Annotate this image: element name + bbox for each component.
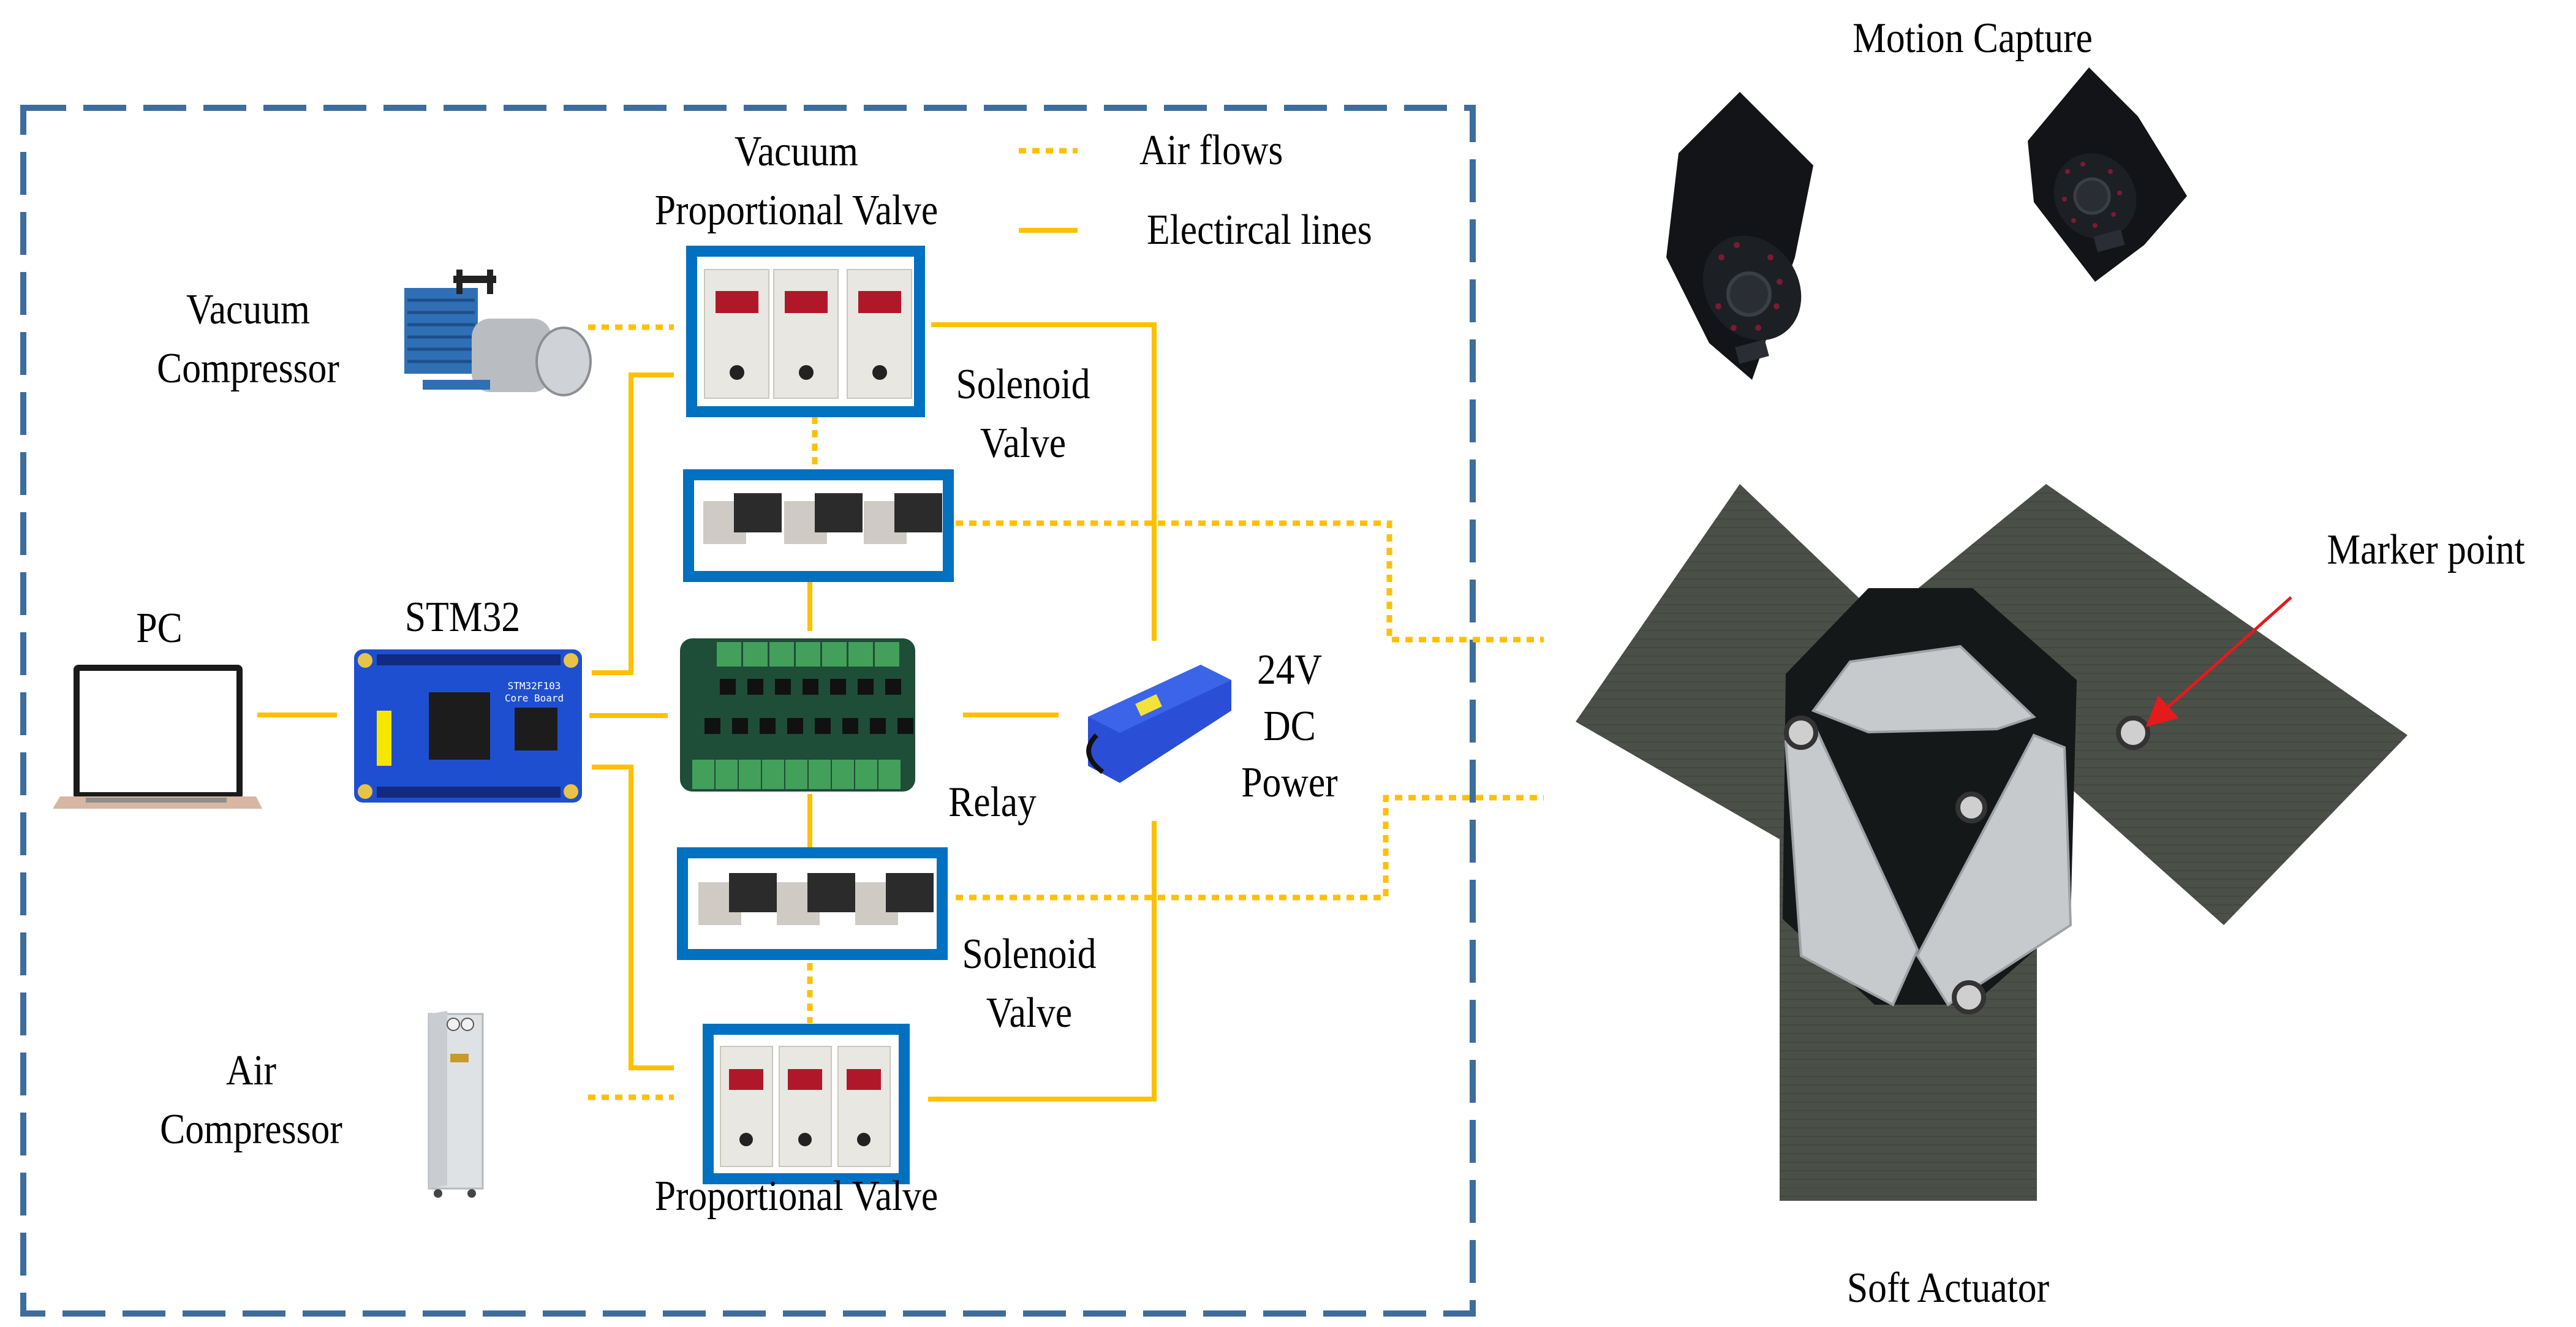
dc-power-label: 24V DC Power (1241, 646, 1338, 806)
solenoid-valve-unit (864, 493, 942, 544)
solenoid-valve-unit (784, 493, 863, 544)
control-box-border (20, 105, 1476, 1317)
electrical-line-stm32-prop-valve (592, 765, 674, 1070)
air-flow-lines (588, 148, 1544, 1100)
proportional-valve-unit (773, 269, 839, 399)
motion-capture-camera-2 (2028, 67, 2187, 282)
solenoid-valve-group-top (683, 469, 954, 582)
legend-air-flows-label: Air flows (1139, 127, 1283, 174)
air-line-solenoid-bottom-actuator (956, 795, 1544, 901)
vacuum-compressor-icon (404, 270, 592, 396)
marker-point-arrow (2145, 596, 2292, 727)
electrical-lines (257, 228, 1157, 1102)
marker-point (1955, 792, 1987, 823)
dc-power-battery-icon (1086, 665, 1231, 783)
stm32-board-text: STM32F103 (508, 680, 561, 692)
vacuum-compressor-label: Vacuum Compressor (157, 286, 339, 392)
marker-point-label: Marker point (2327, 526, 2525, 573)
solenoid-valve-group-bottom (677, 847, 948, 960)
solenoid-valve-bottom-label: Solenoid Valve (962, 931, 1097, 1037)
pc-label: PC (136, 605, 183, 652)
air-compressor-label: Air Compressor (160, 1047, 342, 1153)
actuator-frame-links (1784, 645, 2072, 1007)
proportional-valve-label: Proportional Valve (654, 1173, 939, 1220)
solenoid-valve-unit (703, 493, 782, 544)
vacuum-proportional-valve-label: Vacuum Proportional Valve (654, 128, 939, 234)
air-line-solenoid-top-actuator (956, 520, 1544, 643)
proportional-valve-group (703, 1024, 910, 1184)
soft-actuator-image (1576, 484, 2408, 1201)
solenoid-valve-unit (777, 873, 855, 925)
electrical-line-power-vacuum-valve (931, 322, 1157, 641)
actuator-flap-right (1881, 484, 2408, 925)
solenoid-valve-top-label: Solenoid Valve (956, 361, 1090, 467)
stm32-label: STM32 (404, 594, 521, 641)
vacuum-proportional-valve-group (686, 246, 925, 417)
soft-actuator-label: Soft Actuator (1846, 1265, 2050, 1312)
motion-capture-label: Motion Capture (1853, 15, 2093, 62)
marker-point (1952, 980, 1986, 1015)
electrical-line-power-prop-valve (928, 821, 1157, 1102)
proportional-valve-unit (704, 269, 769, 399)
solenoid-valve-unit (698, 873, 777, 925)
legend-electrical-lines-label: Electircal lines (1147, 206, 1372, 254)
motion-capture-camera-1 (1666, 92, 1813, 380)
proportional-valve-unit (847, 269, 912, 399)
air-compressor-icon (428, 1011, 484, 1198)
marker-point-highlight (2116, 716, 2150, 750)
proportional-valve-unit (779, 1046, 832, 1167)
relay-label: Relay (948, 779, 1037, 826)
electrical-line-stm32-vacuum-valve (592, 372, 674, 675)
marker-point (1784, 716, 1818, 750)
proportional-valve-unit (837, 1046, 891, 1167)
svg-text:Core Board: Core Board (505, 692, 564, 704)
proportional-valve-unit (720, 1046, 773, 1167)
laptop-icon (53, 665, 262, 809)
stm32-board-icon: STM32F103 Core Board (354, 649, 582, 803)
solenoid-valve-unit (855, 873, 934, 925)
relay-board-icon (680, 638, 915, 792)
